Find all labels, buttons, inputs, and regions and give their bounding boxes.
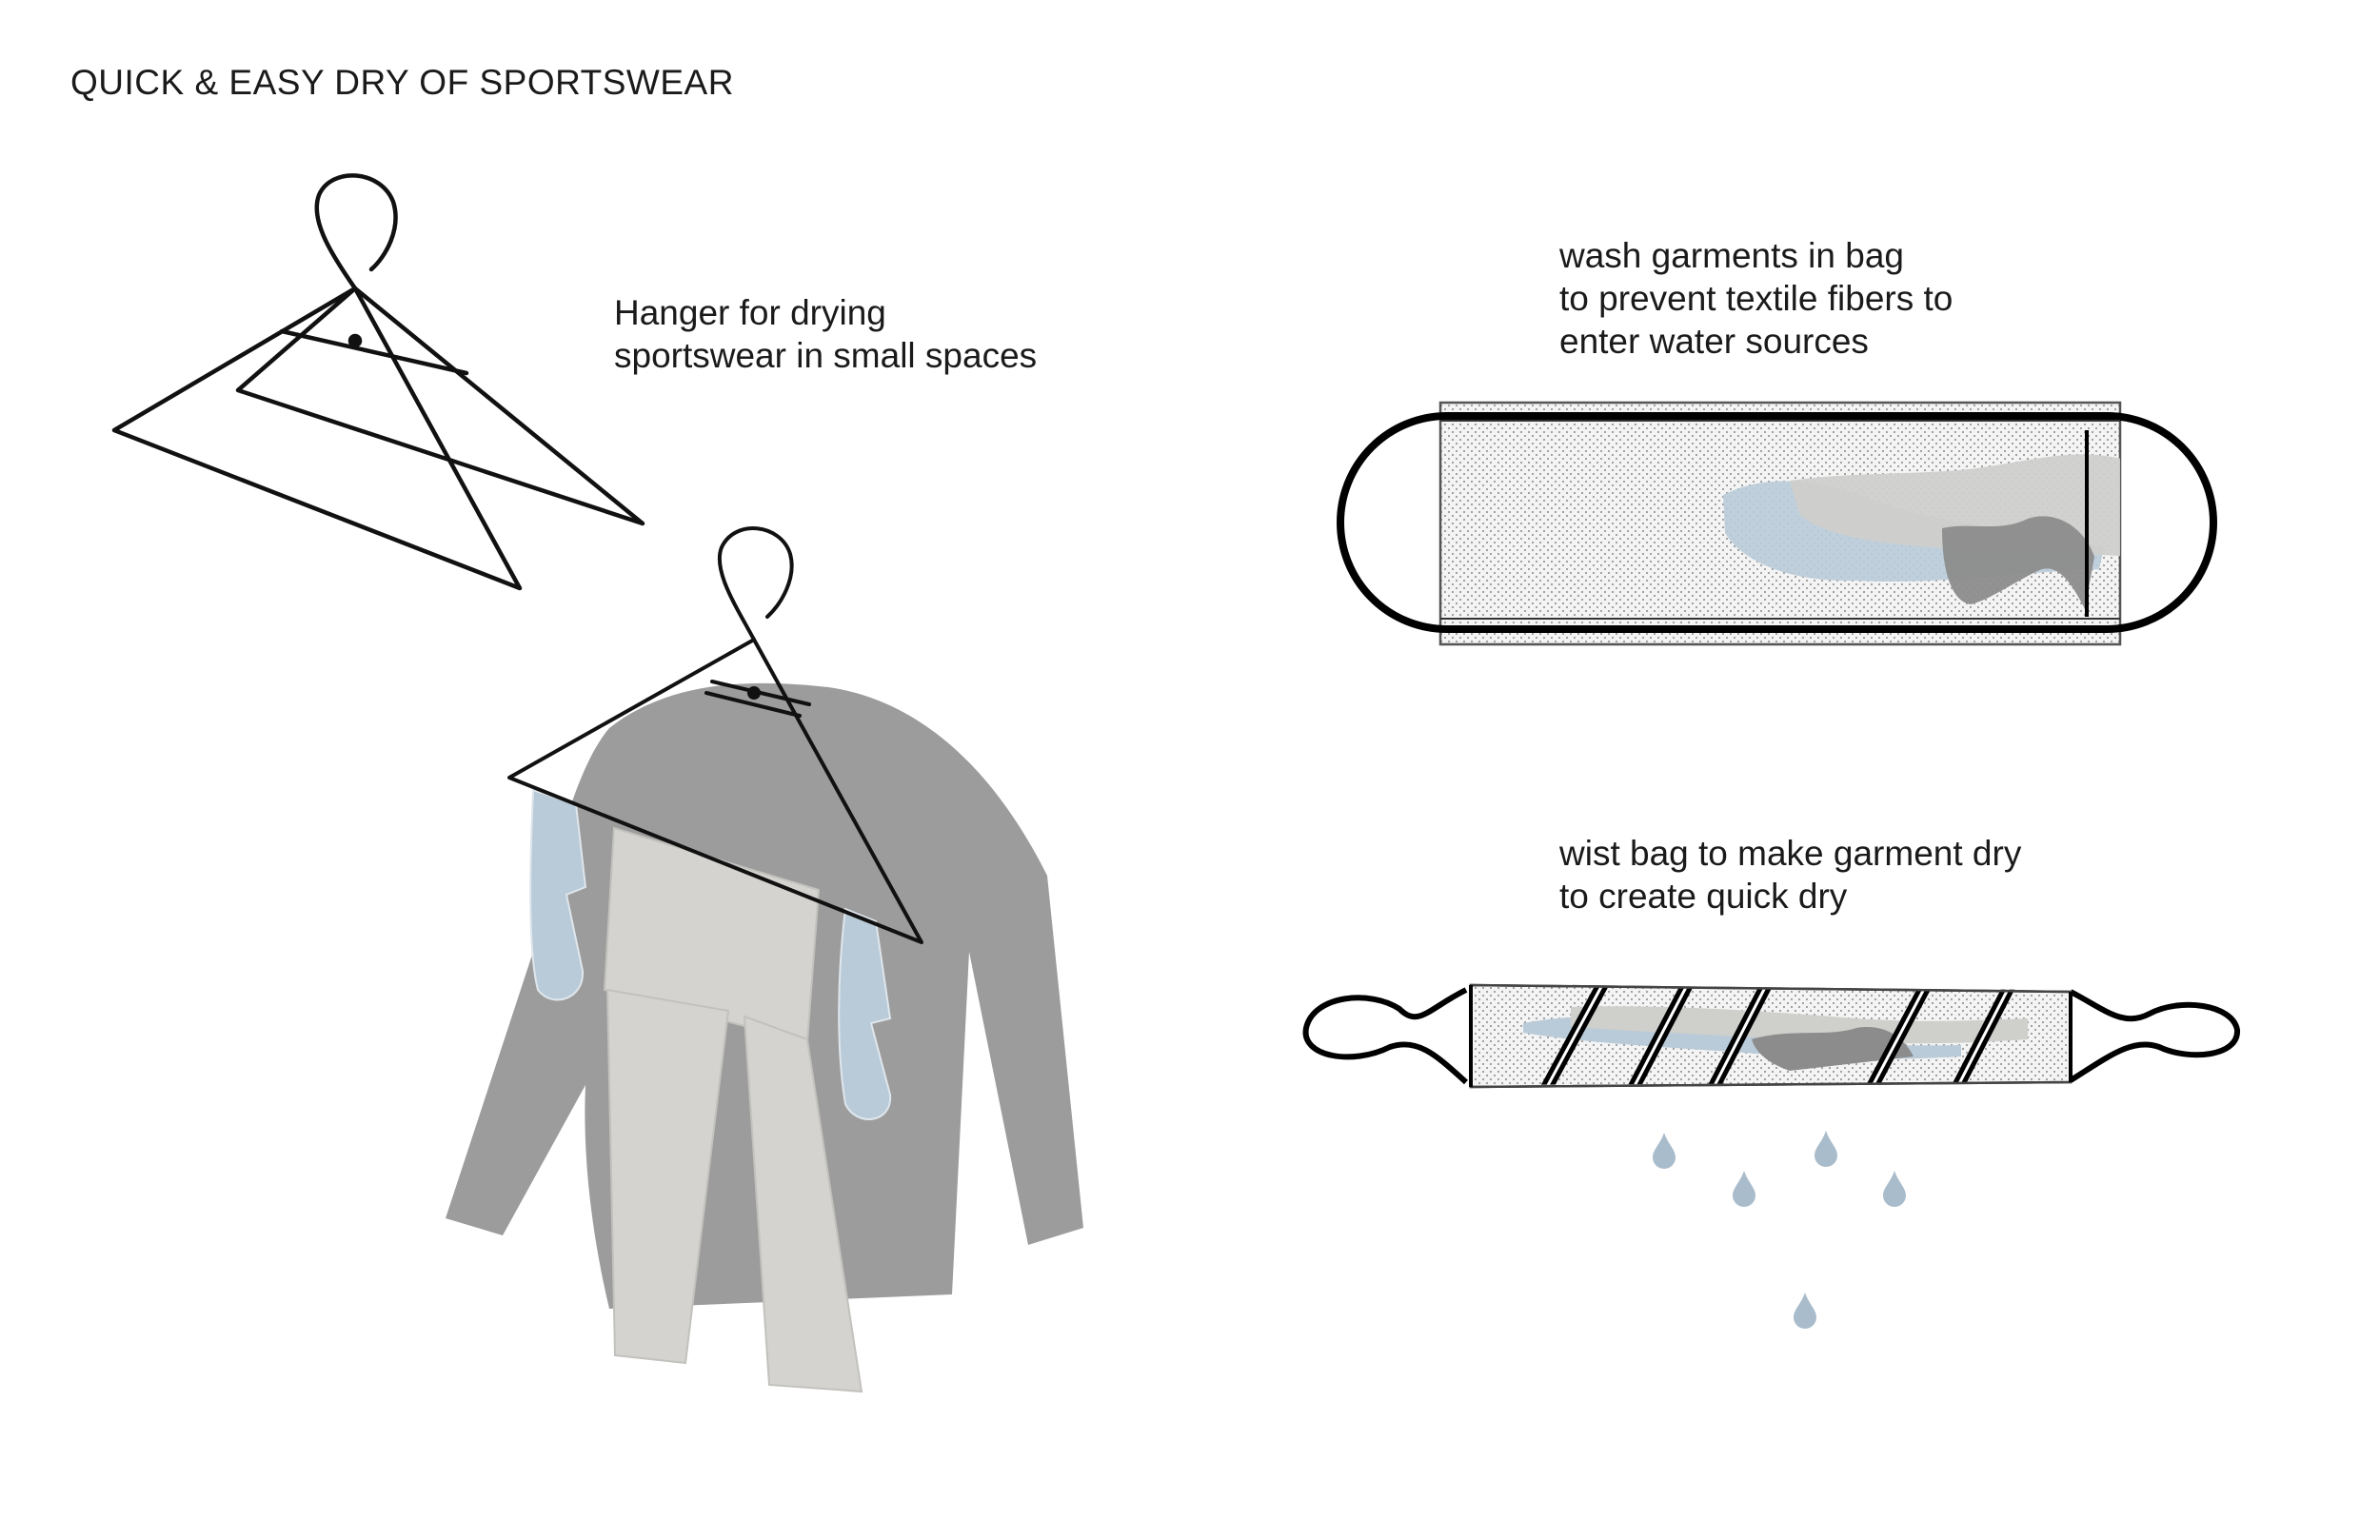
wash-caption-line-3: enter water sources xyxy=(1559,322,1869,361)
wash-caption: wash garments in bag to prevent textile … xyxy=(1559,234,1953,363)
twisted-bag-spiral-highlights xyxy=(1538,987,2018,1085)
empty-hanger-pivot xyxy=(347,333,363,348)
water-drop-icon xyxy=(1733,1171,1755,1207)
sock-left xyxy=(529,788,587,1001)
clothes-hanger-frame xyxy=(507,638,923,944)
wash-caption-line-2: to prevent textile fibers to xyxy=(1559,279,1954,318)
hanger-caption: Hanger for drying sportswear in small sp… xyxy=(614,291,1037,377)
water-drop-icon xyxy=(1653,1133,1676,1169)
pants-right-leg xyxy=(743,1015,863,1393)
water-drop-icon xyxy=(1883,1171,1906,1207)
twisted-bag-contents xyxy=(1523,987,2028,1085)
hanger-caption-line-2: sportswear in small spaces xyxy=(614,336,1038,375)
twist-caption-line-1: wist bag to make garment dry xyxy=(1559,834,2022,873)
pants-left-leg xyxy=(605,988,730,1365)
sock-right xyxy=(838,907,892,1120)
empty-hanger-hook xyxy=(314,173,398,291)
socks xyxy=(529,788,892,1120)
wash-bag-garment-dark xyxy=(1942,516,2094,609)
twist-caption: wist bag to make garment dry to create q… xyxy=(1559,832,2021,918)
twisted-bag-left-loop xyxy=(1302,987,1469,1085)
twisted-bag-right-loop xyxy=(2069,989,2240,1083)
twisted-bag xyxy=(1302,983,2240,1089)
clothes-hanger-bar-2 xyxy=(704,691,802,718)
wash-bag xyxy=(1337,401,2217,646)
clothes-hanger-hook xyxy=(717,526,794,642)
empty-hanger-frame xyxy=(111,286,523,591)
wash-caption-line-1: wash garments in bag xyxy=(1559,236,1904,275)
empty-hanger xyxy=(111,173,645,591)
hanger-caption-line-1: Hanger for drying xyxy=(614,293,886,332)
clothes-hanger-pivot xyxy=(747,686,761,700)
empty-hanger-frame-2 xyxy=(235,286,645,526)
wash-bag-outline xyxy=(1337,412,2217,633)
water-drop-icon xyxy=(1815,1131,1837,1167)
water-drop-icon xyxy=(1794,1293,1816,1329)
empty-hanger-bar xyxy=(279,328,469,376)
water-drops xyxy=(1653,1131,1906,1329)
twisted-bag-garment-dark xyxy=(1752,1027,1914,1071)
clothes-hanger xyxy=(507,526,923,944)
twisted-bag-garment-light xyxy=(1571,1006,2028,1044)
page-title: QUICK & EASY DRY OF SPORTSWEAR xyxy=(70,63,734,102)
twist-caption-line-2: to create quick dry xyxy=(1559,877,1848,916)
wash-bag-contents xyxy=(1723,454,2120,609)
